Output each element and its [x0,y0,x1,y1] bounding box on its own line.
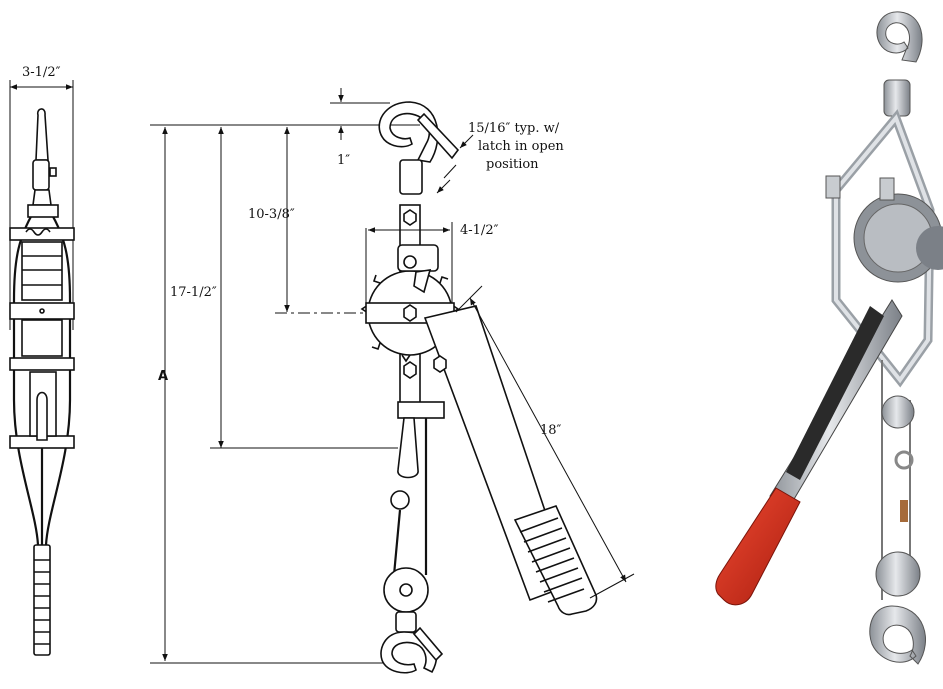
side-view-drawing: 1″ 15/16″ typ. w/ latch in open position… [150,88,635,674]
product-photo [715,11,943,665]
handle-length-label: 18″ [540,423,562,438]
front-view-drawing: 3-1/2″ [9,65,75,656]
width-dimension-label: 3-1/2″ [22,65,61,80]
hook-opening-label: 1″ [337,153,350,168]
frame-width-label: 4-1/2″ [460,223,499,238]
upper-height-label: 17-1/2″ [170,285,217,300]
overall-dimension-label: A [158,369,168,384]
ratchet-depth-label: 10-3/8″ [248,207,295,222]
latch-label-line2: latch in open [478,139,564,154]
latch-label-line3: position [486,157,539,172]
latch-label-line1: 15/16″ typ. w/ [468,121,560,136]
